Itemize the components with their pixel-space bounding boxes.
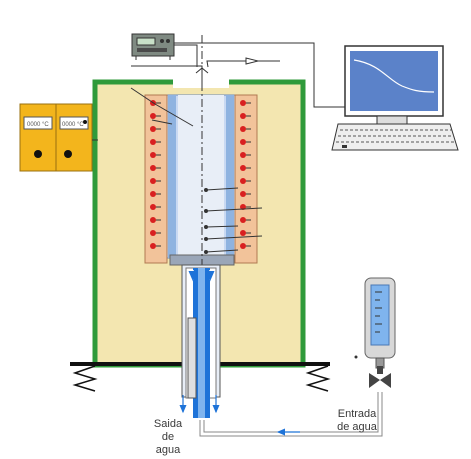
heater-dot bbox=[240, 165, 246, 171]
heater-right bbox=[234, 94, 258, 264]
controller-display-right: 0000 °C bbox=[62, 122, 84, 128]
outlet-label-line2: de bbox=[162, 431, 174, 443]
heater-dot bbox=[150, 126, 156, 132]
heater-dot bbox=[240, 178, 246, 184]
heater-dot bbox=[240, 113, 246, 119]
heater-dot bbox=[240, 191, 246, 197]
heater-dot bbox=[150, 152, 156, 158]
heater-dot bbox=[240, 230, 246, 236]
flowmeter-icon bbox=[354, 277, 396, 369]
inlet-label-line1: Entrada bbox=[338, 408, 377, 420]
temperature-controller bbox=[19, 103, 98, 172]
process-tube bbox=[164, 94, 237, 266]
heater-dot bbox=[150, 191, 156, 197]
heater-dot bbox=[150, 113, 156, 119]
heater-left bbox=[144, 94, 168, 264]
heater-dot bbox=[150, 178, 156, 184]
outlet-label-line3: agua bbox=[156, 444, 181, 456]
computer-icon bbox=[331, 45, 459, 151]
spring-support-icon bbox=[72, 365, 331, 392]
heater-dot bbox=[150, 217, 156, 223]
heater-dot bbox=[150, 243, 156, 249]
heater-dot bbox=[240, 139, 246, 145]
thermocouples bbox=[130, 87, 263, 254]
cooling-pipes bbox=[179, 264, 221, 418]
heater-dot bbox=[240, 152, 246, 158]
heater-dot bbox=[150, 139, 156, 145]
signal-wiring bbox=[131, 42, 346, 108]
inlet-label-line2: de agua bbox=[337, 421, 378, 433]
heater-dot bbox=[240, 100, 246, 106]
heater-dot bbox=[240, 217, 246, 223]
heater-dot bbox=[150, 165, 156, 171]
data-logger-icon bbox=[131, 33, 175, 60]
heater-dot bbox=[240, 243, 246, 249]
heater-dot bbox=[150, 204, 156, 210]
outlet-label-line1: Saida bbox=[154, 418, 183, 430]
heater-dot bbox=[150, 230, 156, 236]
valve-icon bbox=[369, 366, 391, 388]
heater-dot bbox=[240, 126, 246, 132]
controller-display-left: 0000 °C bbox=[27, 122, 49, 128]
